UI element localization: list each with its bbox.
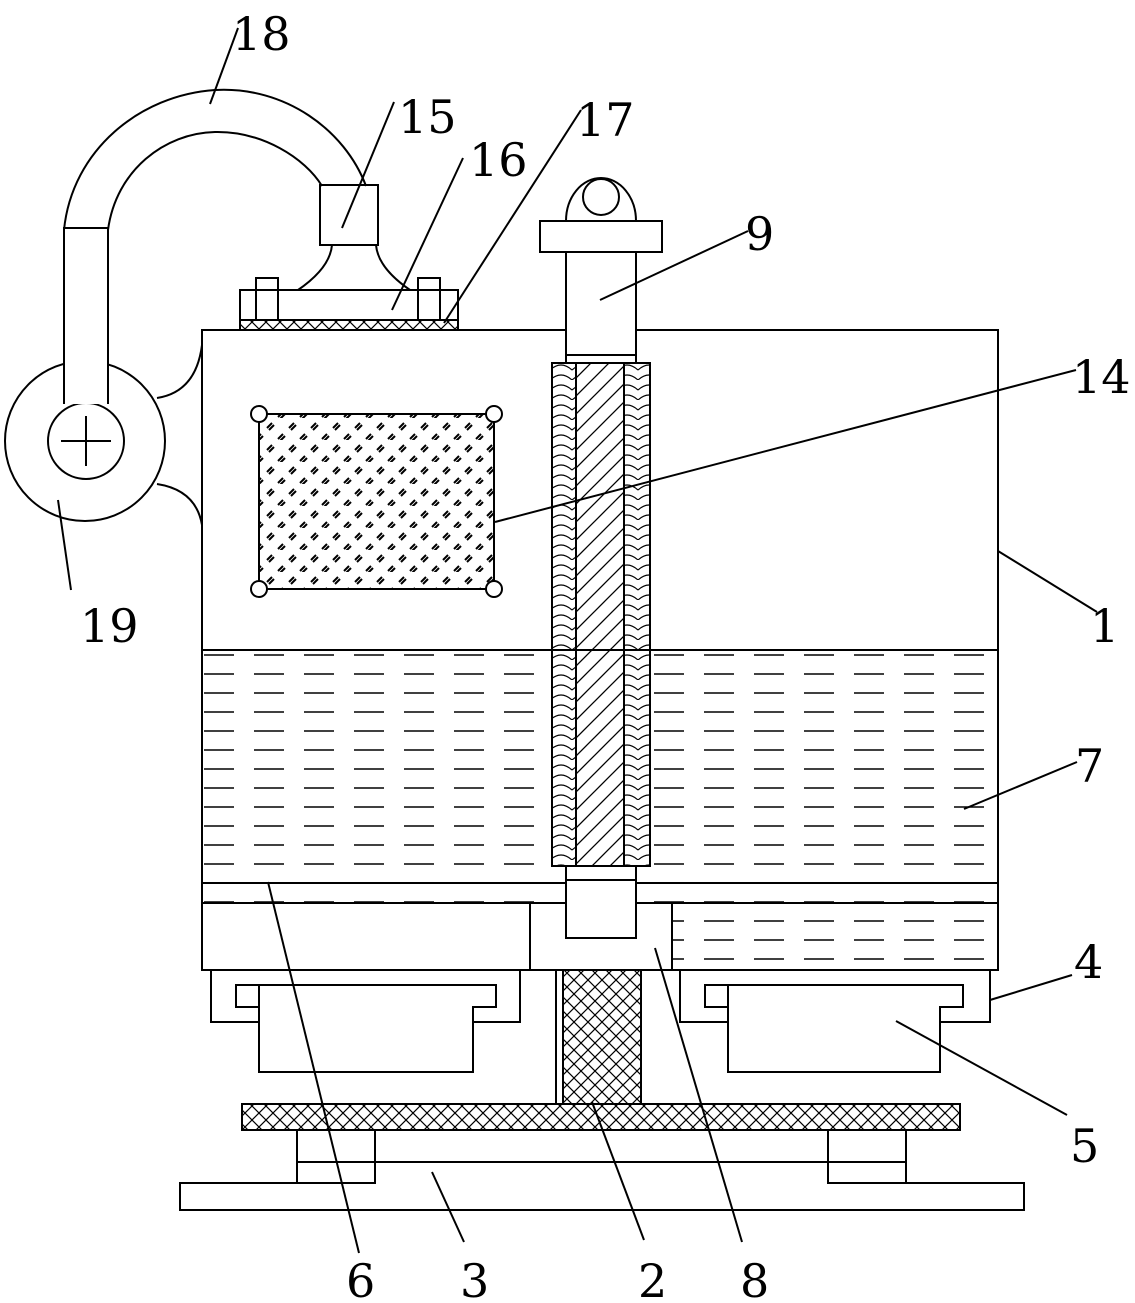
label-18: 18 [232, 7, 291, 61]
label-17: 17 [576, 93, 635, 147]
flange-plate [239, 289, 459, 321]
label-16: 16 [469, 133, 528, 187]
bolt-bl [250, 580, 268, 598]
base-leg-right [827, 1129, 907, 1163]
label-9: 9 [745, 207, 774, 261]
label-4: 4 [1074, 935, 1103, 989]
label-5: 5 [1070, 1119, 1099, 1173]
flange-bolt-left [255, 277, 279, 291]
label-1: 1 [1090, 599, 1119, 653]
foot-right [679, 969, 991, 1073]
label-15: 15 [398, 90, 457, 144]
hose-inner [107, 130, 323, 231]
water-left [204, 652, 552, 902]
rod-collar-bottom [565, 865, 637, 881]
crosshatch-column [562, 969, 642, 1105]
inlet-pipe [319, 184, 379, 246]
pump-bracket-bottom [156, 483, 203, 526]
label-3: 3 [460, 1254, 489, 1303]
bolt-tl [250, 405, 268, 423]
label-8: 8 [740, 1254, 769, 1303]
seal-strip [239, 319, 459, 331]
water-right-lower [672, 902, 996, 968]
pump-bracket-top [156, 344, 203, 399]
shaft-core [575, 362, 625, 867]
label-7: 7 [1075, 739, 1104, 793]
bottom-chamber-6 [201, 902, 531, 971]
filter-panel [258, 413, 495, 590]
rod-knob-hole [582, 178, 620, 216]
label-2: 2 [638, 1254, 667, 1303]
bolt-tr [485, 405, 503, 423]
foot-left [210, 969, 521, 1073]
leader-lines [57, 27, 1098, 1254]
flange-bolt-right [417, 277, 441, 291]
base-plate [179, 1161, 1025, 1211]
bolt-br [485, 580, 503, 598]
shaft-sleeve-right [623, 362, 651, 867]
rod-upper [565, 251, 637, 356]
rod-collar-top [565, 354, 637, 364]
label-14: 14 [1072, 350, 1131, 404]
water-right [650, 652, 996, 902]
rod-cap [539, 220, 663, 253]
label-6: 6 [346, 1254, 375, 1303]
label-19: 19 [80, 599, 139, 653]
shaft-sleeve-left [551, 362, 577, 867]
